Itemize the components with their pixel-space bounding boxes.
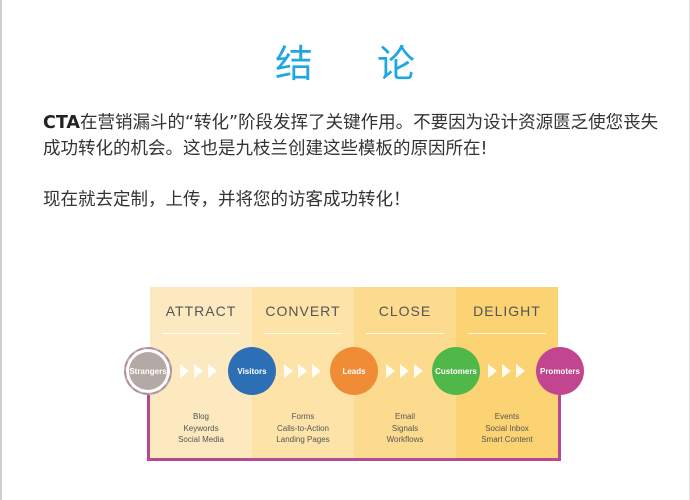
stage-tools: Email Signals Workflows — [354, 411, 456, 446]
stage-tools: Forms Calls-to-Action Landing Pages — [252, 411, 354, 446]
node-strangers: Strangers — [124, 347, 172, 395]
journey-bracket-right — [558, 395, 561, 461]
stage-divider — [264, 333, 342, 334]
page-title: 结 论 — [274, 42, 442, 86]
node-leads: Leads — [330, 347, 378, 395]
flow-chevron-icon — [386, 364, 395, 378]
flow-chevron-icon — [180, 364, 189, 378]
journey-bracket-bottom — [147, 458, 561, 461]
stage-label: CONVERT — [265, 303, 341, 319]
flow-chevron-icon — [298, 364, 307, 378]
stage-tool: Social Media — [178, 435, 224, 444]
stage-divider — [366, 333, 444, 334]
stage-tool: Email — [394, 412, 415, 421]
stage-tool: Workflows — [386, 435, 424, 444]
flow-chevron-icon — [488, 364, 497, 378]
cta-term: CTA — [43, 113, 80, 133]
flow-chevron-icon — [312, 364, 321, 378]
stage-tool: Landing Pages — [276, 435, 330, 444]
page-border-left — [0, 0, 2, 500]
stage-tool: Events — [494, 412, 520, 421]
flow-chevron-icon — [502, 364, 511, 378]
stage-divider — [468, 333, 546, 334]
journey-bracket-left — [147, 395, 150, 461]
stage-tool: Signals — [391, 423, 419, 433]
node-customers: Customers — [432, 347, 480, 395]
node-promoters: Promoters — [536, 347, 584, 395]
stage-label: CLOSE — [378, 303, 432, 319]
stage-label: ATTRACT — [165, 303, 237, 319]
call-to-action-paragraph: 现在就去定制，上传，并将您的访客成功转化！ — [43, 190, 411, 210]
flow-chevron-icon — [414, 364, 423, 378]
intro-paragraph: CTA在营销漏斗的“转化”阶段发挥了关键作用。不要因为设计资源匮乏使您丧失成功转… — [43, 110, 663, 162]
intro-text: 在营销漏斗的“转化”阶段发挥了关键作用。不要因为设计资源匮乏使您丧失成功转化的机… — [43, 113, 659, 159]
flow-chevron-icon — [400, 364, 409, 378]
stage-tool: Social Inbox — [485, 423, 529, 433]
stage-label: DELIGHT — [473, 303, 541, 319]
flow-chevron-icon — [516, 364, 525, 378]
stage-tools: Events Social Inbox Smart Content — [456, 411, 558, 446]
stage-tool: Calls-to-Action — [276, 423, 329, 433]
stage-tool: Blog — [192, 412, 209, 421]
flow-chevron-icon — [284, 364, 293, 378]
flow-chevron-icon — [194, 364, 203, 378]
flow-chevron-icon — [208, 364, 217, 378]
node-visitors: Visitors — [228, 347, 276, 395]
stage-tools: Blog Keywords Social Media — [150, 411, 252, 446]
stage-tool: Smart Content — [481, 435, 533, 444]
stage-tool: Keywords — [183, 423, 219, 433]
stage-tool: Forms — [291, 412, 315, 421]
stage-divider — [162, 333, 240, 334]
